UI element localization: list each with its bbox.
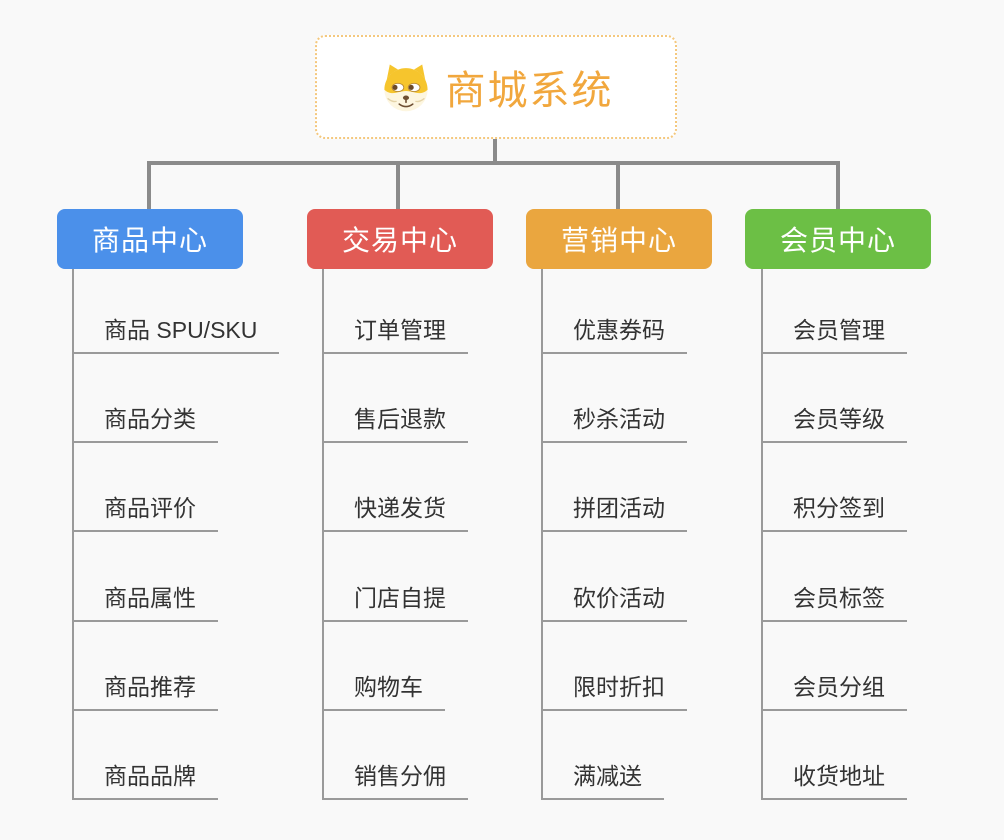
leaf-product-attribute[interactable]: 商品属性 — [72, 576, 218, 622]
leaf-group-buy[interactable]: 拼团活动 — [541, 486, 687, 532]
leaf-product-recommend[interactable]: 商品推荐 — [72, 665, 218, 711]
connector-bus — [147, 161, 840, 165]
leaf-product-spu-sku[interactable]: 商品 SPU/SKU — [72, 308, 280, 354]
spine-member — [761, 269, 763, 800]
spine-trade — [322, 269, 324, 800]
leaf-order-management[interactable]: 订单管理 — [322, 308, 468, 354]
leaf-member-management[interactable]: 会员管理 — [761, 308, 907, 354]
leaf-product-brand[interactable]: 商品品牌 — [72, 754, 218, 800]
leaf-shopping-cart[interactable]: 购物车 — [322, 665, 445, 711]
root-title: 商城系统 — [445, 69, 614, 113]
leaf-product-category[interactable]: 商品分类 — [72, 397, 218, 443]
leaf-spend-save[interactable]: 满减送 — [541, 754, 664, 800]
spine-marketing — [541, 269, 543, 800]
leaf-bargain-activity[interactable]: 砍价活动 — [541, 576, 687, 622]
connector-drop-product — [147, 161, 151, 209]
leaf-time-discount[interactable]: 限时折扣 — [541, 665, 687, 711]
spine-product — [72, 269, 74, 800]
branch-marketing-center[interactable]: 营销中心 — [526, 209, 712, 269]
root-node[interactable]: 商城系统 — [315, 35, 677, 139]
leaf-points-checkin[interactable]: 积分签到 — [761, 486, 907, 532]
dog-face-icon — [383, 64, 428, 112]
branch-member-center[interactable]: 会员中心 — [745, 209, 931, 269]
leaf-sales-commission[interactable]: 销售分佣 — [322, 754, 468, 800]
leaf-product-review[interactable]: 商品评价 — [72, 486, 218, 532]
connector-drop-marketing — [616, 161, 620, 209]
leaf-shipping-address[interactable]: 收货地址 — [761, 754, 907, 800]
leaf-express-shipping[interactable]: 快递发货 — [322, 486, 468, 532]
leaf-aftersale-refund[interactable]: 售后退款 — [322, 397, 468, 443]
connector-drop-member — [836, 161, 840, 209]
connector-root-stem — [493, 139, 497, 163]
leaf-flash-sale[interactable]: 秒杀活动 — [541, 397, 687, 443]
leaf-store-pickup[interactable]: 门店自提 — [322, 576, 468, 622]
leaf-member-level[interactable]: 会员等级 — [761, 397, 907, 443]
branch-trade-center[interactable]: 交易中心 — [307, 209, 493, 269]
leaf-member-tag[interactable]: 会员标签 — [761, 576, 907, 622]
connector-drop-trade — [396, 161, 400, 209]
leaf-coupon-code[interactable]: 优惠券码 — [541, 308, 687, 354]
leaf-member-group[interactable]: 会员分组 — [761, 665, 907, 711]
branch-product-center[interactable]: 商品中心 — [57, 209, 243, 269]
